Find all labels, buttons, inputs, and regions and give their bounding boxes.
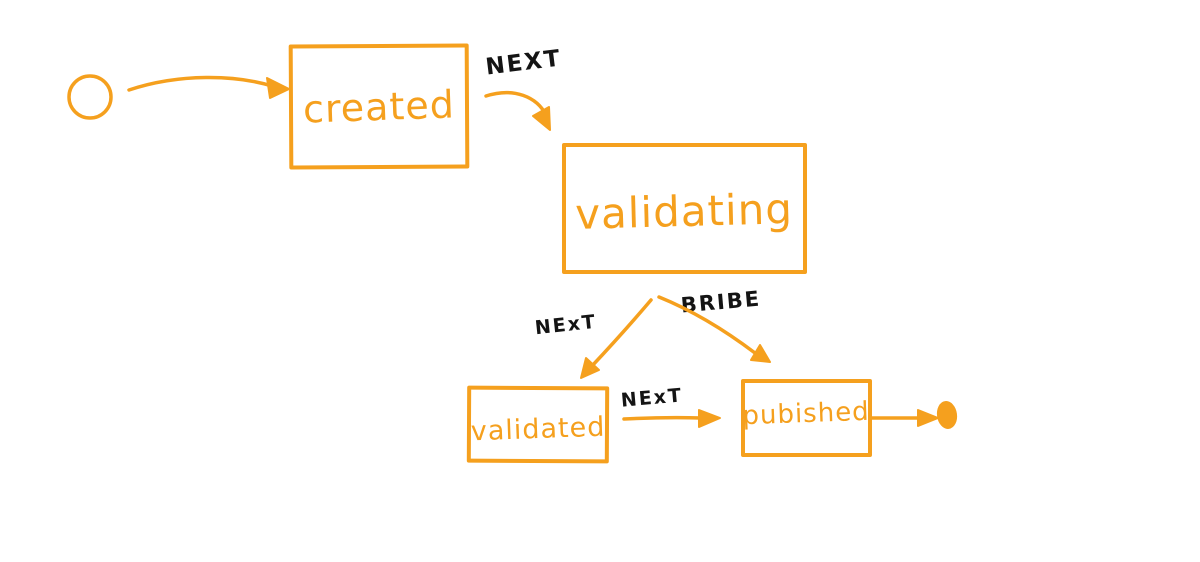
state-pubished: pubished	[741, 379, 872, 457]
transition-validating-to-validated: NExT	[534, 298, 653, 379]
transition-created-to-validating: NEXT	[484, 45, 563, 131]
state-validating: validating	[562, 143, 807, 274]
state-label-validated: validated	[470, 412, 606, 448]
edge-label-next-1: NEXT	[484, 45, 563, 80]
edge-label-next-2: NExT	[534, 311, 598, 339]
transition-start-to-created	[127, 75, 290, 99]
final-state-dot	[936, 401, 958, 429]
initial-state-circle	[67, 74, 113, 120]
arrowhead-icon	[917, 409, 939, 427]
state-box	[466, 385, 610, 464]
state-box	[562, 143, 807, 274]
arrowhead-icon	[698, 409, 721, 428]
edge-line	[589, 298, 653, 369]
edge-label-next-3: NExT	[620, 384, 684, 411]
arrowhead-icon	[266, 77, 290, 99]
edge-line	[127, 75, 274, 92]
edge-line	[622, 415, 703, 421]
transition-validating-to-pubished: BRIBE	[657, 287, 771, 363]
transition-pubished-to-end	[869, 401, 958, 429]
state-label-pubished: pubished	[742, 397, 870, 431]
arrowhead-icon	[750, 344, 771, 363]
edge-line	[484, 90, 548, 117]
edge-line	[657, 295, 757, 355]
state-created: created	[288, 43, 470, 170]
state-box	[288, 43, 470, 170]
state-label-validating: validating	[575, 184, 794, 239]
arrowhead-icon	[532, 106, 551, 131]
transition-validated-to-pubished: NExT	[620, 384, 721, 428]
state-validated: validated	[466, 385, 610, 464]
state-label-created: created	[302, 82, 455, 131]
arrowhead-icon	[580, 357, 600, 379]
